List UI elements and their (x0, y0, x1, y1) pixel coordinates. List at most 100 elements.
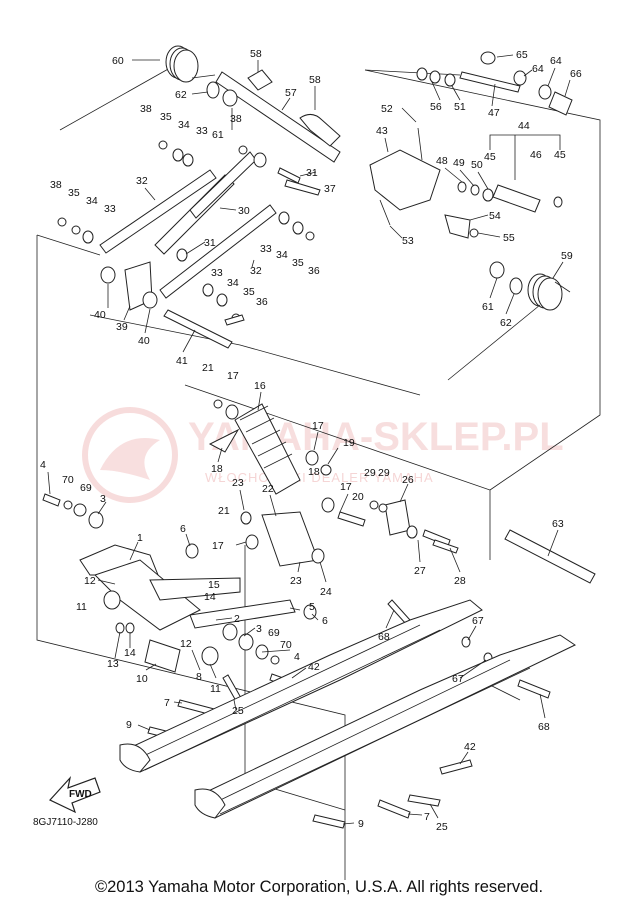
callout-64: 64 (532, 63, 544, 75)
callout-45: 45 (484, 151, 496, 163)
callout-21: 21 (218, 505, 230, 517)
callout-70: 70 (280, 639, 292, 651)
callout-56: 56 (430, 101, 442, 113)
callout-40: 40 (94, 309, 106, 321)
callout-54: 54 (489, 210, 501, 222)
callout-41: 41 (176, 355, 188, 367)
callout-44: 44 (518, 120, 530, 132)
callout-23: 23 (290, 575, 302, 587)
callout-64: 64 (550, 55, 562, 67)
fwd-label: FWD (69, 789, 92, 800)
callout-38: 38 (50, 179, 62, 191)
callout-labels: 60 62 58 58 57 61 38 35 34 33 38 31 37 5… (40, 48, 582, 833)
callout-9: 9 (358, 818, 364, 830)
leader-lines (47, 54, 571, 825)
callout-25: 25 (436, 821, 448, 833)
callout-11: 11 (210, 683, 221, 695)
watermark-logo-icon (82, 407, 178, 503)
callout-49: 49 (453, 157, 465, 169)
callout-33: 33 (211, 267, 223, 279)
callout-20: 20 (352, 491, 364, 503)
callout-18: 18 (308, 466, 320, 478)
upper-assembly (57, 45, 573, 381)
callout-15: 15 (208, 579, 220, 591)
callout-29: 29 (378, 467, 390, 479)
callout-61: 61 (482, 301, 494, 313)
callout-55: 55 (503, 232, 515, 244)
callout-63: 63 (552, 518, 564, 530)
callout-36: 36 (256, 296, 268, 308)
callout-18: 18 (211, 463, 223, 475)
callout-14: 14 (124, 647, 136, 659)
callout-12: 12 (84, 575, 96, 587)
callout-33: 33 (104, 203, 116, 215)
callout-29: 29 (364, 467, 376, 479)
callout-35: 35 (160, 111, 172, 123)
callout-7: 7 (424, 811, 430, 823)
callout-32: 32 (136, 175, 148, 187)
callout-19: 19 (343, 437, 355, 449)
callout-53: 53 (402, 235, 414, 247)
lower-assembly (42, 493, 577, 829)
callout-30: 30 (238, 205, 250, 217)
callout-36: 36 (308, 265, 320, 277)
callout-17: 17 (312, 420, 324, 432)
callout-43: 43 (376, 125, 388, 137)
callout-69: 69 (268, 627, 280, 639)
callout-34: 34 (227, 277, 239, 289)
callout-21: 21 (202, 362, 214, 374)
callout-10: 10 (136, 673, 148, 685)
callout-5: 5 (309, 601, 315, 613)
callout-66: 66 (570, 68, 582, 80)
callout-31: 31 (204, 237, 216, 249)
callout-58: 58 (309, 74, 321, 86)
slide-rail-left (119, 599, 483, 773)
callout-61: 61 (212, 129, 224, 141)
callout-40: 40 (138, 335, 150, 347)
callout-23: 23 (232, 477, 244, 489)
callout-7: 7 (164, 697, 170, 709)
callout-38: 38 (140, 103, 152, 115)
callout-60: 60 (112, 55, 124, 67)
callout-6: 6 (180, 523, 186, 535)
callout-59: 59 (561, 250, 573, 262)
callout-39: 39 (116, 321, 128, 333)
fwd-arrow-icon: FWD (49, 775, 101, 814)
callout-45: 45 (554, 149, 566, 161)
callout-35: 35 (68, 187, 80, 199)
callout-68: 68 (538, 721, 550, 733)
callout-3: 3 (256, 623, 262, 635)
callout-35: 35 (292, 257, 304, 269)
callout-34: 34 (178, 119, 190, 131)
callout-35: 35 (243, 286, 255, 298)
callout-12: 12 (180, 638, 192, 650)
callout-11: 11 (76, 601, 87, 613)
callout-27: 27 (414, 565, 426, 577)
callout-33: 33 (196, 125, 208, 137)
callout-2: 2 (234, 613, 240, 625)
callout-67: 67 (472, 615, 484, 627)
callout-65: 65 (516, 49, 528, 61)
callout-4: 4 (294, 651, 300, 663)
callout-16: 16 (254, 380, 266, 392)
callout-3: 3 (100, 493, 106, 505)
callout-52: 52 (381, 103, 393, 115)
callout-31: 31 (306, 167, 318, 179)
callout-32: 32 (250, 265, 262, 277)
callout-38: 38 (230, 113, 242, 125)
callout-70: 70 (62, 474, 74, 486)
callout-69: 69 (80, 482, 92, 494)
callout-8: 8 (196, 671, 202, 683)
callout-42: 42 (464, 741, 476, 753)
torsion-spring-left (165, 45, 216, 83)
callout-13: 13 (107, 658, 119, 670)
callout-34: 34 (86, 195, 98, 207)
callout-26: 26 (402, 474, 414, 486)
callout-46: 46 (530, 149, 542, 161)
center-shock (208, 399, 596, 584)
callout-47: 47 (488, 107, 500, 119)
callout-28: 28 (454, 575, 466, 587)
callout-14: 14 (204, 591, 216, 603)
callout-37: 37 (324, 183, 336, 195)
